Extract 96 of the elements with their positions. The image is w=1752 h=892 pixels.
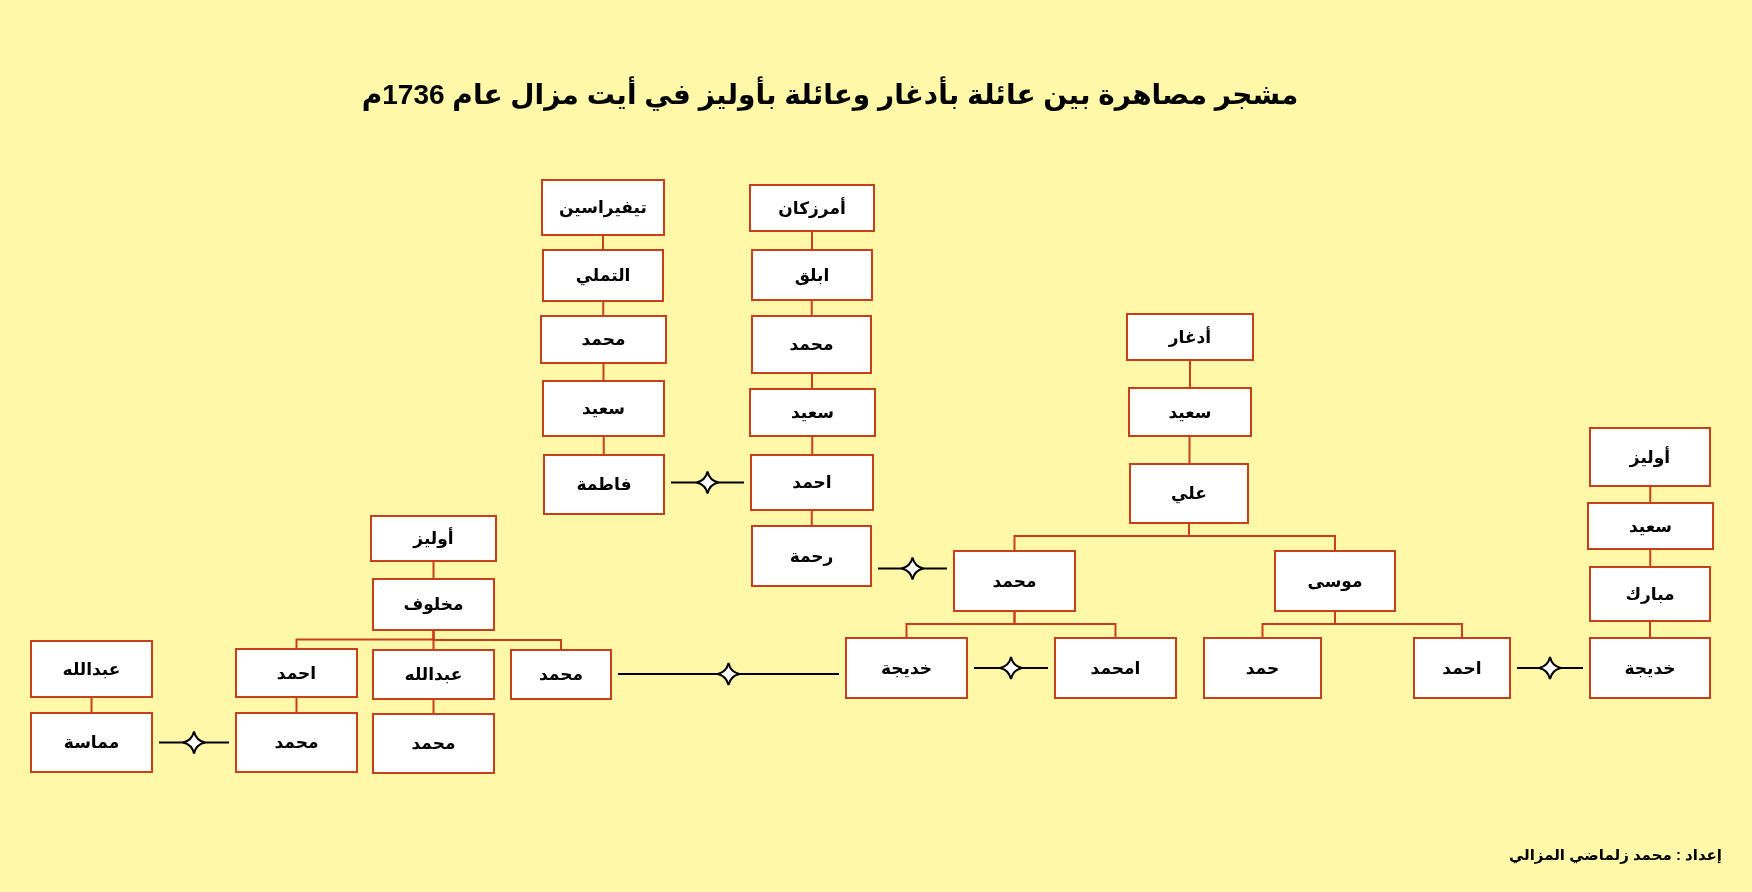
- lineage-line: [811, 373, 813, 389]
- diagram-title: مشجر مصاهرة بين عائلة بأدغار وعائلة بأوليز في أيت مزال عام 1736م: [330, 78, 1330, 111]
- person-name: حمد: [1245, 657, 1280, 679]
- name-box: [1129, 463, 1249, 524]
- name-box: [1589, 637, 1711, 699]
- name-box: [1203, 637, 1322, 699]
- name-box: [541, 179, 665, 236]
- person-name: أوليز: [1629, 446, 1671, 468]
- person-name: ابلق: [794, 264, 830, 286]
- person-name: موسى: [1307, 570, 1363, 592]
- lineage-line: [602, 301, 605, 316]
- person-name: عبدالله: [62, 658, 121, 680]
- person-name: علي: [1171, 483, 1207, 504]
- person-name: أوليز: [413, 528, 454, 549]
- name-box: [750, 454, 874, 511]
- name-box: [953, 550, 1076, 612]
- lineage-line: [432, 630, 562, 650]
- lineage-line: [90, 697, 93, 713]
- person-name: أدغار: [1168, 326, 1212, 348]
- lineage-line: [295, 697, 298, 713]
- lineage-line: [810, 510, 813, 526]
- lineage-line: [602, 436, 605, 455]
- person-name: مخلوف: [403, 594, 464, 615]
- author-credit: إعداد : محمد زلماضي المزالي: [1508, 846, 1722, 864]
- person-name: خديجة: [1624, 657, 1676, 679]
- marriage-line: [617, 673, 840, 675]
- person-name: امحمد: [1090, 657, 1141, 679]
- name-box: [1589, 566, 1711, 622]
- name-box: [372, 713, 495, 774]
- name-box: [1054, 637, 1177, 699]
- person-name: محمد: [789, 334, 834, 355]
- lineage-line: [811, 436, 814, 455]
- lineage-line: [1649, 621, 1651, 638]
- person-name: تيفيراسين: [559, 197, 647, 218]
- person-name: سعيد: [790, 402, 835, 423]
- lineage-line: [811, 231, 813, 250]
- person-name: فاطمة: [576, 474, 632, 495]
- person-name: مبارك: [1625, 583, 1675, 605]
- person-name: محمد: [274, 732, 319, 753]
- name-box: [540, 315, 667, 364]
- lineage-line: [1188, 523, 1336, 551]
- person-name: محمد: [411, 733, 456, 754]
- marriage-line: [670, 481, 745, 484]
- name-box: [372, 649, 495, 700]
- person-name: رحمة: [789, 545, 834, 567]
- name-box: [1587, 502, 1714, 550]
- name-box: [542, 249, 664, 302]
- person-name: احمد: [1442, 657, 1482, 679]
- lineage-line: [602, 363, 605, 381]
- person-name: محمد: [992, 570, 1037, 592]
- name-box: [543, 454, 665, 515]
- person-name: محمد: [581, 329, 626, 350]
- lineage-line: [432, 699, 435, 714]
- lineage-line: [1334, 611, 1463, 638]
- lineage-line: [1188, 436, 1191, 464]
- lineage-line: [432, 561, 435, 579]
- name-box: [30, 640, 153, 698]
- person-name: احمد: [276, 662, 317, 684]
- name-box: [30, 712, 153, 773]
- name-box: [542, 380, 665, 437]
- name-box: [510, 649, 612, 700]
- marriage-line: [973, 667, 1049, 669]
- name-box: [372, 578, 495, 631]
- lineage-line: [602, 235, 604, 250]
- name-box: [751, 525, 872, 587]
- name-box: [235, 712, 358, 773]
- name-box: [1128, 387, 1252, 437]
- person-name: احمد: [792, 472, 832, 493]
- name-box: [1274, 550, 1396, 612]
- lineage-line: [1649, 549, 1652, 567]
- name-box: [1126, 313, 1254, 361]
- marriage-line: [158, 741, 230, 744]
- name-box: [751, 249, 873, 301]
- name-box: [749, 184, 875, 232]
- person-name: أمرزكان: [778, 197, 846, 219]
- name-box: [370, 515, 497, 562]
- name-box: [1413, 637, 1511, 699]
- person-name: مماسة: [63, 732, 120, 753]
- person-name: خديجة: [881, 657, 932, 679]
- lineage-line: [810, 300, 813, 316]
- lineage-line: [1189, 360, 1191, 388]
- person-name: عبدالله: [404, 664, 463, 685]
- lineage-line: [1013, 611, 1117, 638]
- person-name: محمد: [539, 664, 583, 685]
- marriage-line: [877, 567, 948, 570]
- name-box: [845, 637, 968, 699]
- person-name: التملي: [575, 265, 631, 286]
- person-name: سعيد: [1168, 401, 1212, 423]
- person-name: سعيد: [581, 398, 626, 419]
- name-box: [235, 648, 358, 698]
- name-box: [751, 315, 872, 374]
- name-box: [749, 388, 876, 437]
- person-name: سعيد: [1628, 515, 1673, 537]
- name-box: [1589, 427, 1711, 487]
- marriage-line: [1516, 667, 1584, 669]
- lineage-line: [1649, 486, 1652, 503]
